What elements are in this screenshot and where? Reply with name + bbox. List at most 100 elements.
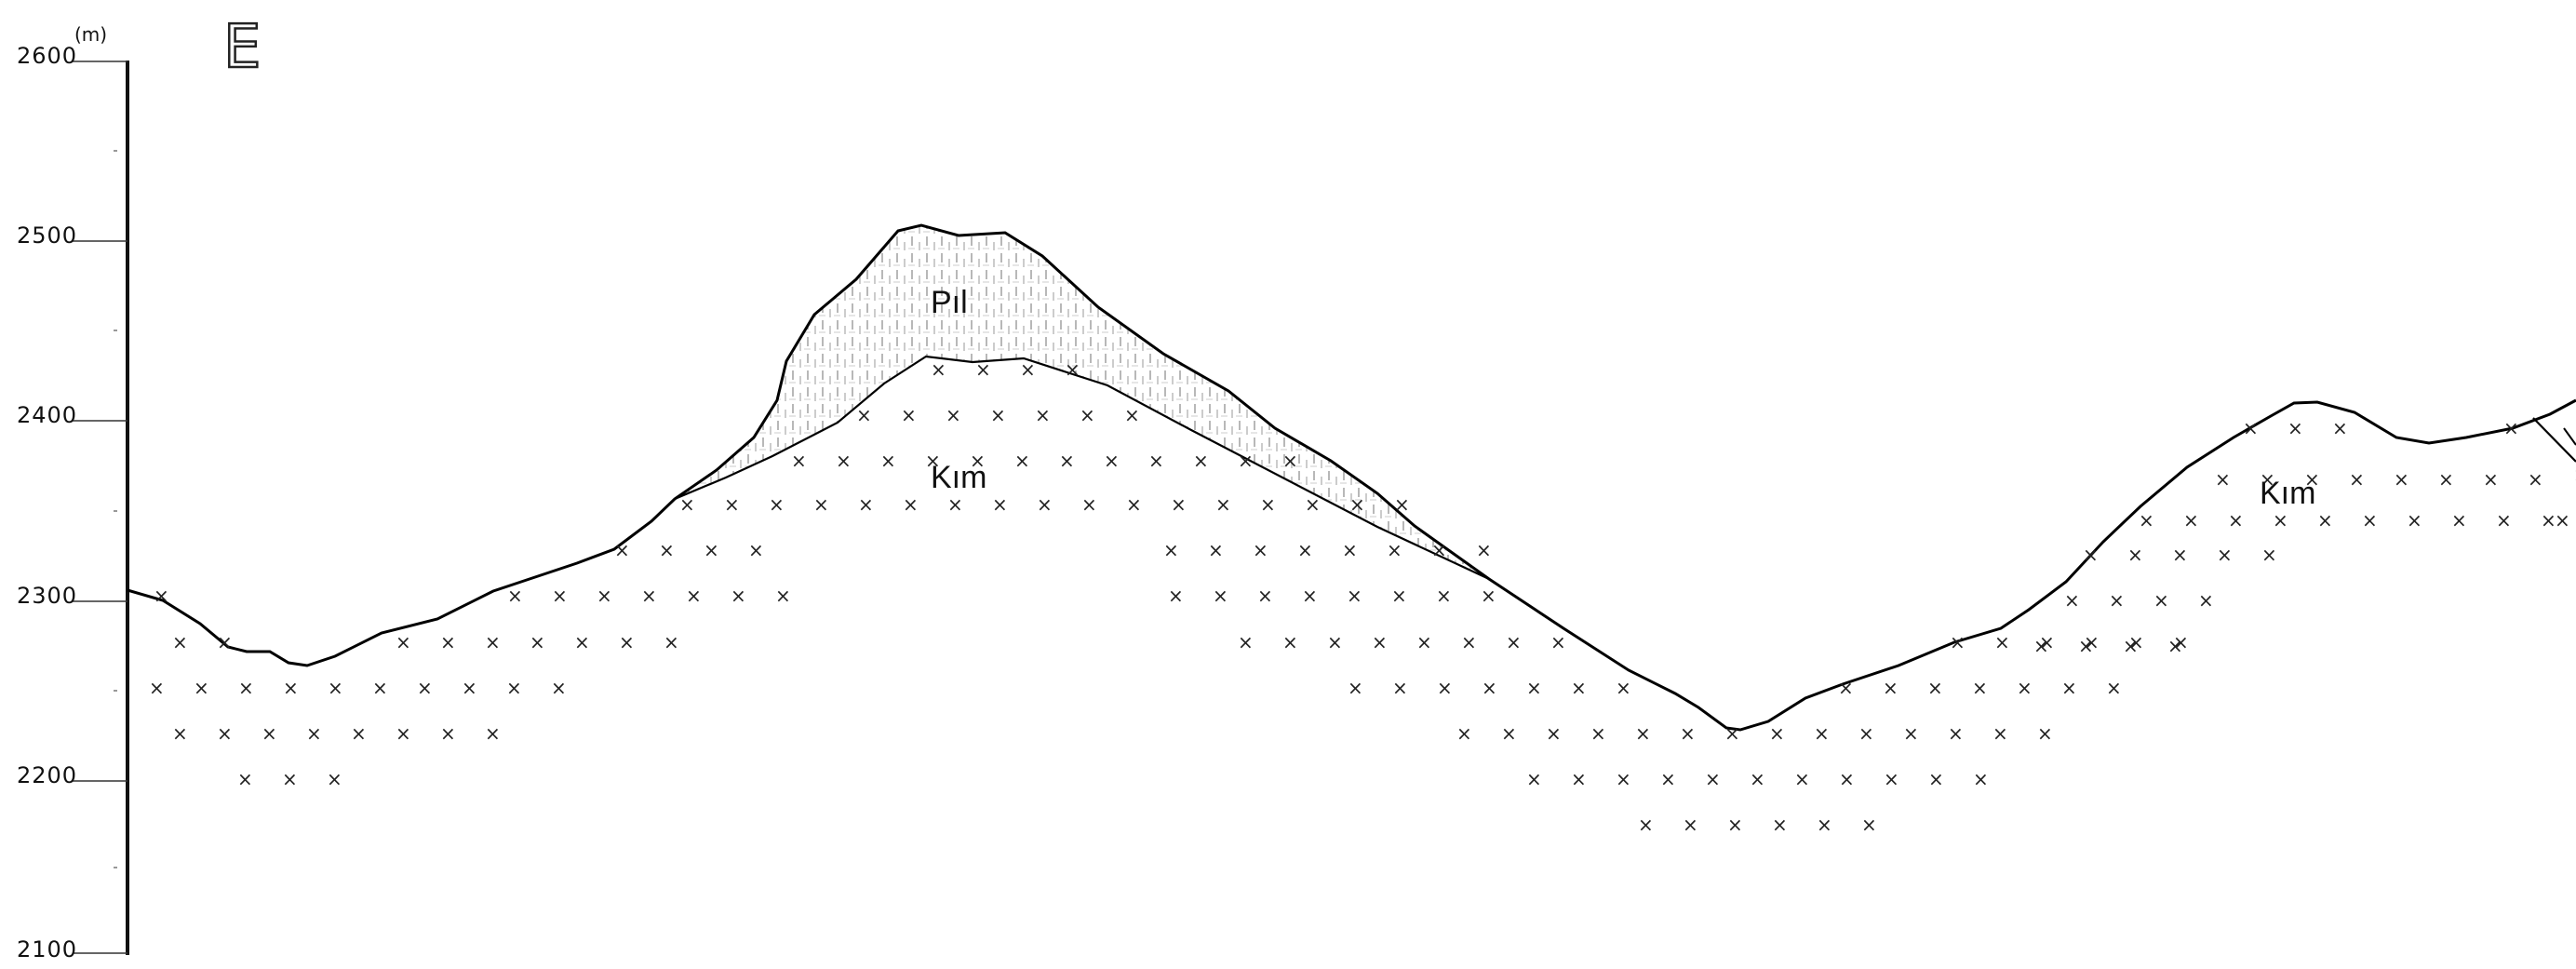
x-mark: × (1481, 585, 1496, 607)
x-mark: × (1772, 814, 1788, 836)
x-mark: × (283, 677, 299, 699)
x-mark: × (172, 722, 188, 745)
x-mark: × (1858, 722, 1874, 745)
x-mark: × (1148, 450, 1164, 472)
x-mark: × (1635, 722, 1651, 745)
x-mark: × (1305, 493, 1321, 516)
x-mark: × (858, 493, 874, 516)
x-mark: × (1461, 631, 1477, 653)
x-mark: × (1372, 631, 1388, 653)
x-mark: × (597, 585, 612, 607)
x-mark: × (574, 631, 590, 653)
x-mark: × (2228, 509, 2244, 532)
x-mark: × (2304, 468, 2320, 491)
x-mark: × (2064, 589, 2080, 612)
x-mark: × (1973, 768, 1989, 790)
x-mark: × (1342, 539, 1358, 561)
unit-contact-line (674, 355, 1490, 580)
x-mark: × (1817, 814, 1832, 836)
x-mark: × (619, 631, 635, 653)
x-mark: × (306, 722, 322, 745)
x-mark: × (2123, 635, 2139, 657)
x-mark: × (2483, 468, 2499, 491)
x-mark: × (1348, 677, 1363, 699)
x-mark: × (2061, 677, 2077, 699)
x-mark: × (506, 677, 522, 699)
x-mark: × (217, 722, 233, 745)
x-mark: × (2109, 589, 2125, 612)
x-mark: × (2167, 635, 2183, 657)
x-mark: × (1482, 677, 1497, 699)
x-mark: × (2078, 635, 2094, 657)
x-mark: × (1392, 677, 1408, 699)
x-mark: × (769, 493, 785, 516)
x-mark: × (664, 631, 679, 653)
x-mark: × (462, 677, 477, 699)
x-mark: × (679, 493, 695, 516)
x-mark: × (775, 585, 791, 607)
x-mark: × (1616, 677, 1631, 699)
x-mark: × (1884, 768, 1899, 790)
x-mark: × (1124, 404, 1140, 426)
x-mark: × (1080, 404, 1095, 426)
x-mark: × (2573, 464, 2576, 486)
x-mark: × (551, 677, 567, 699)
x-mark: × (238, 677, 254, 699)
x-mark: × (396, 631, 411, 653)
x-mark: × (1208, 539, 1224, 561)
x-mark: × (1680, 722, 1696, 745)
x-mark: × (1590, 722, 1606, 745)
unit-label-kim-right: Kım (2260, 476, 2315, 511)
x-mark: × (2033, 635, 2049, 657)
x-mark: × (2153, 589, 2169, 612)
x-mark: × (813, 493, 829, 516)
x-mark: × (1394, 493, 1410, 516)
x-mark: × (2407, 509, 2422, 532)
x-mark: × (2261, 544, 2277, 566)
x-mark: × (2243, 417, 2259, 439)
x-mark: × (1297, 539, 1313, 561)
x-mark: × (1168, 585, 1184, 607)
x-mark: × (2362, 509, 2378, 532)
fault-line (2532, 417, 2576, 463)
tick-label-2300: 2300 (17, 583, 77, 609)
x-mark: × (2039, 631, 2055, 653)
x-mark: × (1638, 814, 1654, 836)
x-mark: × (1972, 677, 1988, 699)
x-mark: × (507, 585, 523, 607)
tick-label-2200: 2200 (17, 762, 77, 788)
tick-label-2100: 2100 (17, 936, 77, 962)
x-mark: × (903, 493, 919, 516)
x-mark: × (1081, 493, 1097, 516)
x-mark: × (947, 493, 963, 516)
x-mark: × (1035, 404, 1051, 426)
x-mark: × (2451, 509, 2467, 532)
unit-pil-fill (675, 225, 1489, 579)
x-mark: × (417, 677, 433, 699)
x-mark: × (1014, 450, 1030, 472)
x-mark: × (217, 631, 233, 653)
elevation-axis: 2600 (m) 2500 2400 2300 2200 2100 (17, 23, 129, 962)
x-mark: × (1171, 493, 1187, 516)
x-mark: × (2172, 544, 2188, 566)
x-mark: × (2017, 677, 2033, 699)
x-mark: × (172, 631, 188, 653)
x-mark: × (2394, 468, 2409, 491)
x-mark: × (1814, 722, 1830, 745)
x-mark: × (1253, 539, 1268, 561)
x-mark: × (530, 631, 545, 653)
x-mark: × (154, 585, 169, 607)
x-mark: × (2217, 544, 2233, 566)
x-mark: × (2198, 589, 2214, 612)
x-mark: × (992, 493, 1008, 516)
x-mark: × (2173, 631, 2189, 653)
unit-label-pil: Pıl (931, 285, 968, 320)
x-mark: × (2183, 509, 2199, 532)
x-mark: × (925, 450, 941, 472)
x-mark: × (2496, 509, 2512, 532)
x-mark: × (1750, 768, 1765, 790)
x-mark: × (2083, 544, 2099, 566)
x-mark: × (1992, 722, 2008, 745)
x-mark: × (440, 631, 456, 653)
